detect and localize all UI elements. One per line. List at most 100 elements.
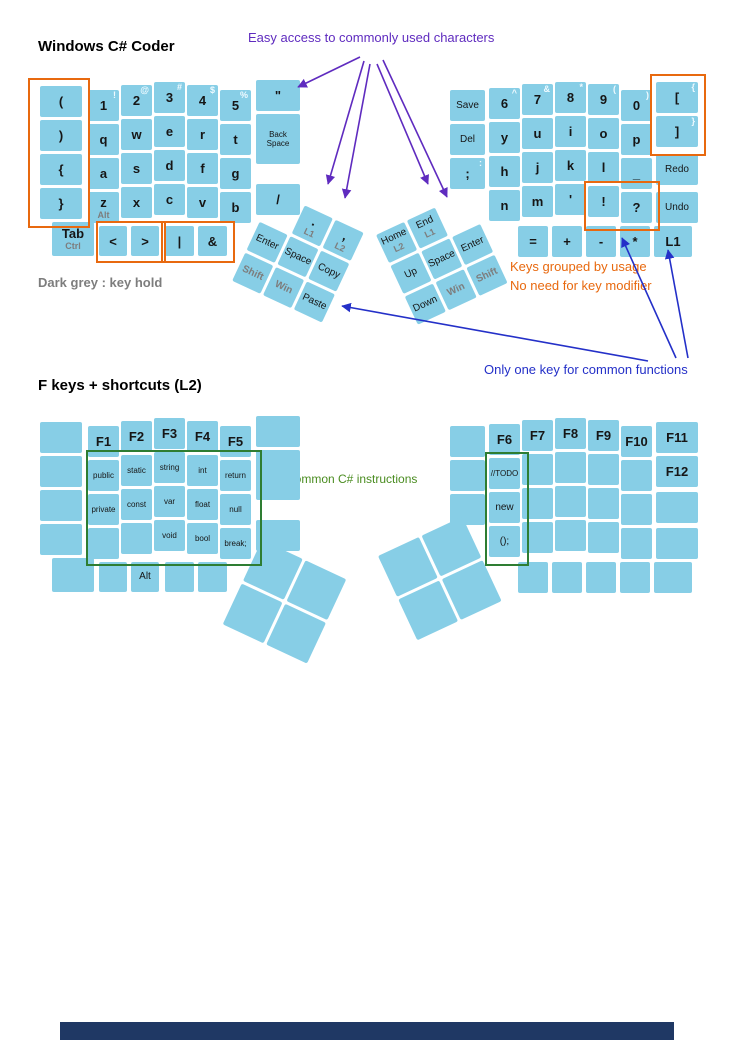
shift-symbol-label: *: [579, 82, 583, 92]
key-f12: F12: [656, 456, 698, 487]
shift-symbol-label: $: [209, 85, 215, 95]
key-label: new: [495, 501, 514, 513]
key-blank: [165, 562, 194, 592]
key-label: 9: [599, 92, 608, 107]
key-label: n: [500, 198, 509, 213]
shift-symbol-label: {: [691, 82, 695, 92]
key-9: (9: [588, 84, 619, 115]
key-label: Win: [445, 280, 467, 299]
key-question: ?: [621, 192, 652, 223]
shift-symbol-label: ^: [511, 88, 517, 98]
key-label: k: [566, 158, 575, 173]
key-label: public: [93, 470, 114, 480]
key-f8: F8: [555, 418, 586, 449]
key-f9: F9: [588, 420, 619, 451]
key-label: ]: [674, 124, 680, 139]
key-float: float: [187, 489, 218, 520]
shift-symbol-label: }: [691, 116, 695, 126]
key-blank: [450, 460, 485, 491]
key-undo: Undo: [656, 192, 698, 223]
key-c: c: [154, 184, 185, 215]
key-string: string: [154, 452, 185, 483]
key-const: const: [121, 489, 152, 520]
key-blank: [552, 562, 582, 593]
key-f4: F4: [187, 421, 218, 452]
key-equals: =: [518, 226, 548, 257]
key-public: public: [88, 460, 119, 491]
key-w: w: [121, 119, 152, 150]
key-4: $4: [187, 85, 218, 116]
key-blank: [88, 528, 119, 559]
key-label: 6: [500, 96, 509, 111]
key-plus: +: [552, 226, 582, 257]
key-label: private: [91, 504, 116, 514]
key-label: //TODO: [490, 468, 519, 478]
key-label: Save: [456, 99, 479, 111]
key-blank: [588, 488, 619, 519]
shift-symbol-label: %: [239, 90, 248, 100]
key-return: return: [220, 460, 251, 491]
key-h: h: [489, 156, 520, 187]
key-blank: [555, 486, 586, 517]
key-blank: [555, 452, 586, 483]
hold-label: L1: [422, 226, 437, 240]
key-label: return: [225, 470, 246, 480]
key-label: Del: [459, 133, 475, 145]
key-label: Down: [411, 293, 440, 315]
key-label: ": [274, 88, 282, 103]
hold-label: L2: [392, 240, 406, 255]
key-label: F9: [595, 428, 612, 443]
key-label: [: [674, 90, 680, 105]
key-blank: [198, 562, 227, 592]
key-label: F6: [496, 432, 513, 447]
key-label: bool: [194, 533, 211, 543]
key-label: static: [127, 465, 146, 475]
key-label: 7: [533, 92, 542, 107]
layer1-title: Windows C# Coder: [38, 38, 175, 55]
key-label: +: [563, 234, 571, 249]
key-7: &7: [522, 84, 553, 115]
key-todo-comment: //TODO: [489, 458, 520, 489]
key-s: s: [121, 153, 152, 184]
key-label: Up: [402, 265, 419, 281]
key-label: /: [276, 192, 280, 207]
key-label: >: [141, 233, 149, 249]
key-label: s: [132, 161, 141, 176]
key-d: d: [154, 150, 185, 181]
key-label: u: [533, 126, 542, 141]
shift-symbol-label: #: [176, 82, 182, 92]
square-brackets-highlight: [650, 74, 706, 156]
key-3: #3: [154, 82, 185, 113]
key-label: &: [207, 233, 218, 249]
key-label: F3: [161, 426, 178, 441]
key-label: F10: [625, 434, 648, 449]
shift-symbol-label: (: [613, 84, 616, 94]
key-label: Shift: [240, 263, 266, 283]
key-label: const: [126, 499, 147, 509]
key-label: F2: [128, 429, 145, 444]
key-int: int: [187, 455, 218, 486]
key-label: L1: [665, 234, 681, 249]
key-close-bracket: }]: [656, 116, 698, 147]
key-label: Undo: [665, 201, 689, 213]
key-static: static: [121, 455, 152, 486]
key-null: null: [220, 494, 251, 525]
key-label: Back Space: [266, 129, 290, 148]
shift-symbol-label: !: [113, 90, 116, 100]
key-blank: [40, 524, 82, 555]
key-label: b: [231, 200, 240, 215]
key-void: void: [154, 520, 185, 551]
key-blank: [654, 562, 692, 593]
key-new: new: [489, 492, 520, 523]
key-label: var: [163, 496, 176, 506]
key-f2: F2: [121, 421, 152, 452]
hold-label: Alt: [97, 209, 110, 220]
key-back-space: Back Space: [256, 114, 300, 164]
key-label: }: [58, 196, 64, 211]
grouped-by-usage-note: Keys grouped by usage: [510, 259, 647, 274]
key-blank: [450, 426, 485, 457]
key-2: @2: [121, 85, 152, 116]
key-label: *: [632, 234, 638, 249]
key-label: ?: [632, 200, 641, 215]
